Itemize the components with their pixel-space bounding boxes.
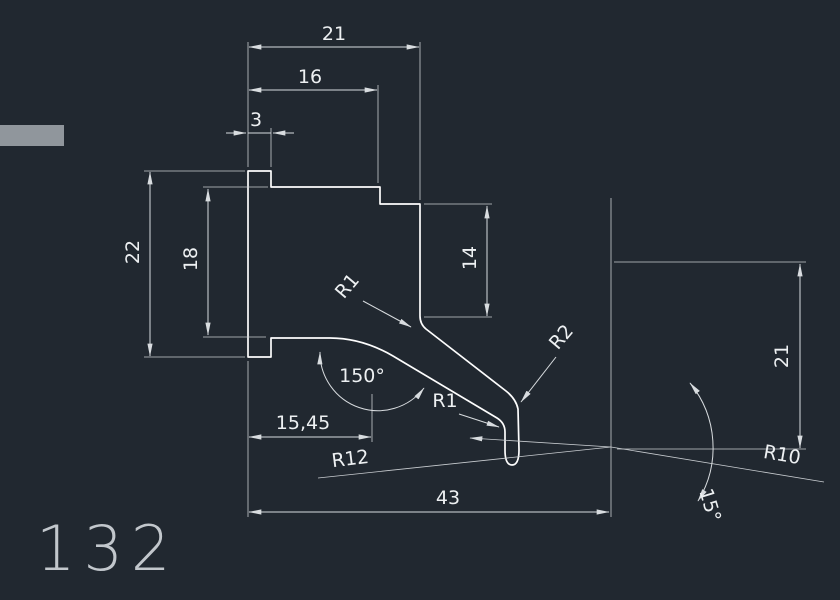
dimension-lines	[147, 44, 803, 515]
dim-label-height-total: 21	[771, 344, 793, 368]
construction-line-r10	[610, 446, 825, 483]
dimension-labels: 21 16 3 22 18 14 21 15,45 43 150° R1 R2 …	[122, 23, 802, 525]
construction-line-hook	[469, 436, 612, 448]
leader-r2	[520, 356, 557, 403]
radius-label-r2: R2	[545, 320, 578, 354]
dim-label-offset: 15,45	[276, 412, 330, 434]
radius-label-r1-hook: R1	[432, 390, 457, 412]
dim-label-height-inner: 18	[180, 247, 202, 271]
leader-r1-top	[362, 300, 412, 328]
angle-label-15: 15°	[694, 486, 725, 525]
part-profile	[247, 170, 520, 466]
radius-label-r1-top: R1	[331, 269, 364, 303]
radius-label-r10: R10	[762, 441, 803, 469]
angle-arc-150	[317, 351, 425, 412]
dim-label-length: 43	[436, 487, 460, 509]
dim-label-height-step: 14	[459, 246, 481, 270]
dim-label-lip: 3	[250, 109, 262, 131]
dim-label-height-outer: 22	[122, 240, 144, 264]
leader-r1-hook	[458, 413, 500, 428]
extension-lines	[144, 42, 825, 517]
angle-label-150: 150°	[339, 365, 385, 387]
radius-label-r12: R12	[330, 446, 370, 472]
screen-artifact-bar	[0, 125, 64, 146]
angle-arc-15	[689, 382, 714, 502]
part-number-label: 132	[36, 512, 178, 585]
dim-label-top-total: 21	[322, 23, 346, 45]
dim-label-top-step: 16	[298, 66, 322, 88]
construction-line-r12	[317, 446, 612, 479]
